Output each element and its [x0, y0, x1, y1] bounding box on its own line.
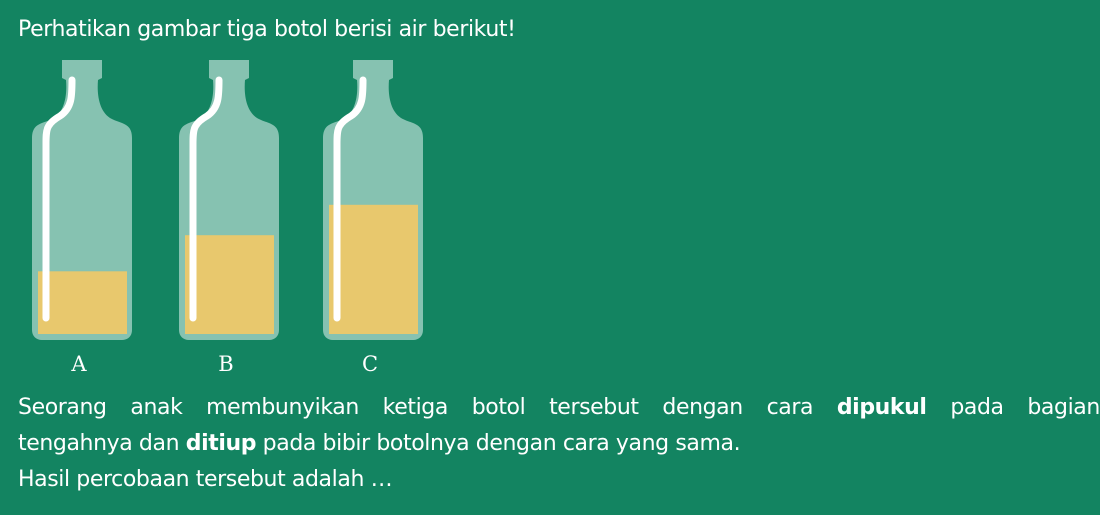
- bottle-label-b: B: [218, 352, 234, 376]
- bottle-label-c: C: [361, 352, 379, 376]
- paragraph-line-3: Hasil percobaan tersebut adalah …: [18, 467, 393, 492]
- bottle-c-straw: [333, 76, 367, 322]
- line1-word: bagian: [1027, 395, 1100, 420]
- question-intro: Perhatikan gambar tiga botol berisi air …: [18, 17, 516, 42]
- question-paragraph: Seorang anak membunyikan ketiga botol tersebu…: [18, 390, 1100, 498]
- bottle-c: [323, 60, 423, 340]
- bottle-a-glass: [32, 60, 132, 340]
- bottle-a-water: [38, 271, 127, 334]
- line1-word: cara: [766, 395, 814, 420]
- bottle-a-straw: [42, 76, 76, 322]
- bottle-label-a: A: [71, 352, 87, 376]
- line1-word: anak: [130, 395, 183, 420]
- line2-text-before: tengahnya dan: [18, 431, 186, 456]
- keyword-ditiup: ditiup: [185, 431, 257, 456]
- line1-word: membunyikan: [206, 395, 359, 420]
- line1-word: tersebut: [549, 395, 639, 420]
- line1-word: dengan: [662, 395, 743, 420]
- paragraph-line-2: tengahnya dan ditiup pada bibir botolnya…: [18, 426, 1100, 462]
- bottle-b-straw: [189, 76, 223, 322]
- bottle-a: [32, 60, 132, 340]
- bottle-b-water: [185, 235, 274, 334]
- bottles-illustration: [32, 60, 423, 340]
- paragraph-line-1: Seorang anak membunyikan ketiga botol tersebu…: [18, 390, 1100, 426]
- bottle-c-water: [329, 204, 418, 334]
- line2-text-after: pada bibir botolnya dengan cara yang sam…: [256, 431, 741, 456]
- bottle-b: [179, 60, 279, 340]
- line1-word: Seorang: [18, 395, 107, 420]
- keyword-dipukul: dipukul: [836, 395, 927, 420]
- line1-word: pada: [950, 395, 1004, 420]
- line1-word: ketiga: [382, 395, 449, 420]
- line1-word: botol: [471, 395, 526, 420]
